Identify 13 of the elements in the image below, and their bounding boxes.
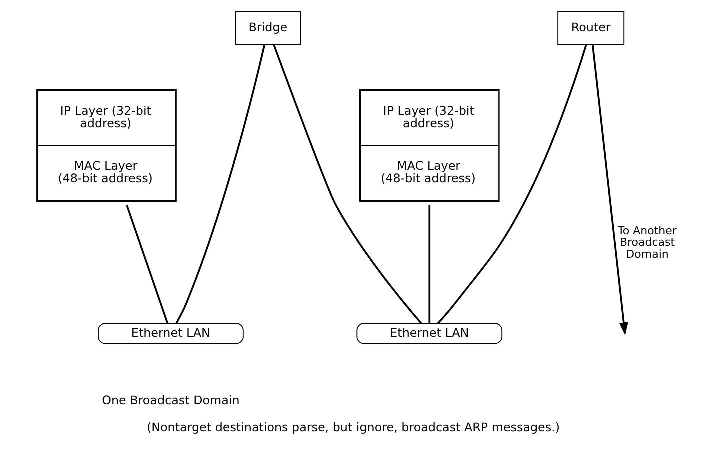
node-box: Bridge: [234, 11, 301, 46]
connector: [272, 44, 422, 324]
label: One Broadcast Domain: [102, 394, 240, 408]
node-box: Ethernet LAN: [98, 323, 244, 344]
connector: [175, 44, 266, 324]
connector: [437, 44, 587, 324]
edge-label: To Another Broadcast Domain: [618, 224, 676, 262]
node-box: Ethernet LAN: [356, 323, 502, 344]
node-box: Router: [557, 11, 624, 46]
connector: [126, 205, 168, 324]
connector: [428, 206, 430, 324]
arrow: [591, 44, 628, 336]
caption: (Nontarget destinations parse, but ignore, broadcast ARP messages.): [146, 420, 560, 434]
